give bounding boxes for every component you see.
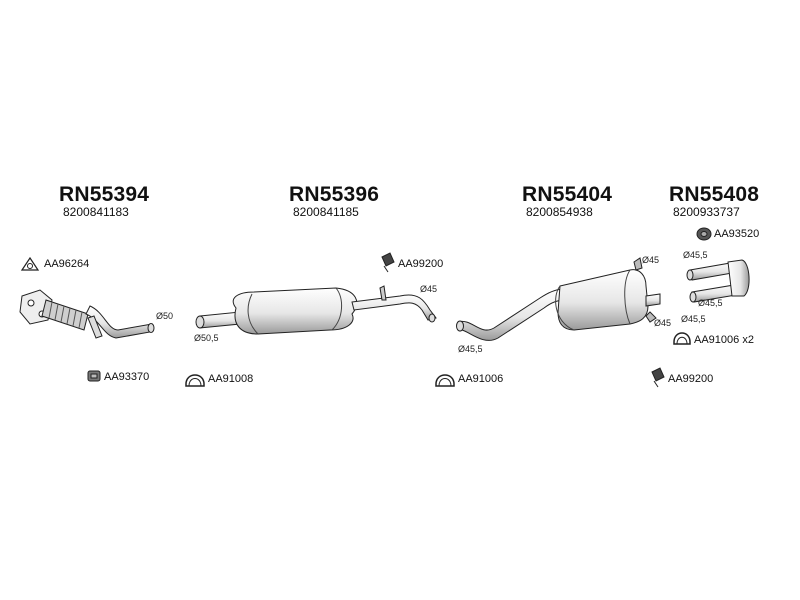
- clamp-aa91006-x2: [673, 332, 691, 345]
- dim-tail-2: Ø45,5: [698, 298, 723, 308]
- dim-pipe-3-out: Ø45: [654, 318, 672, 328]
- front-pipe: [19, 289, 155, 339]
- dim-pipe-3-in: Ø45,5: [458, 344, 483, 354]
- part-label-clamp-1: AA91008: [208, 373, 254, 385]
- tailpipe-assembly: [686, 259, 750, 303]
- middle-silencer: [195, 285, 437, 335]
- assembly-oem-2: 8200841185: [293, 205, 359, 219]
- part-label-hanger-tail: AA93520: [714, 228, 760, 240]
- dim-pipe-2-in: Ø50,5: [194, 333, 219, 343]
- part-label-clamp-2: AA91006: [458, 373, 504, 385]
- dim-pipe-1: Ø50: [156, 311, 174, 321]
- part-label-gasket: AA96264: [44, 258, 90, 270]
- dim-pipe-2-out: Ø45: [420, 284, 438, 294]
- assembly-code-2: RN55396: [289, 183, 380, 206]
- assembly-code-1: RN55394: [59, 183, 150, 206]
- rear-silencer: [456, 257, 661, 341]
- assembly-code-3: RN55404: [522, 183, 613, 206]
- assembly-code-4: RN55408: [669, 183, 760, 206]
- part-label-hanger-top: AA99200: [398, 258, 444, 270]
- gasket-aa96264: [20, 256, 40, 271]
- hanger-aa99200-top: [381, 252, 395, 273]
- bracket-aa93370: [87, 370, 101, 382]
- dim-tail-1: Ø45,5: [683, 250, 708, 260]
- part-label-bracket: AA93370: [104, 371, 150, 383]
- part-label-clamp-3: AA91006 x2: [694, 334, 754, 346]
- assembly-oem-4: 8200933737: [673, 205, 740, 219]
- clamp-aa91008: [185, 374, 205, 387]
- dim-tail-3: Ø45,5: [681, 314, 706, 324]
- dim-pipe-3-top: Ø45: [642, 255, 660, 265]
- hanger-aa93520: [696, 227, 712, 241]
- assembly-oem-3: 8200854938: [526, 205, 593, 219]
- assembly-oem-1: 8200841183: [63, 205, 129, 219]
- hanger-aa99200-bottom: [651, 367, 665, 388]
- part-label-hanger-bottom: AA99200: [668, 373, 714, 385]
- clamp-aa91006: [435, 374, 455, 387]
